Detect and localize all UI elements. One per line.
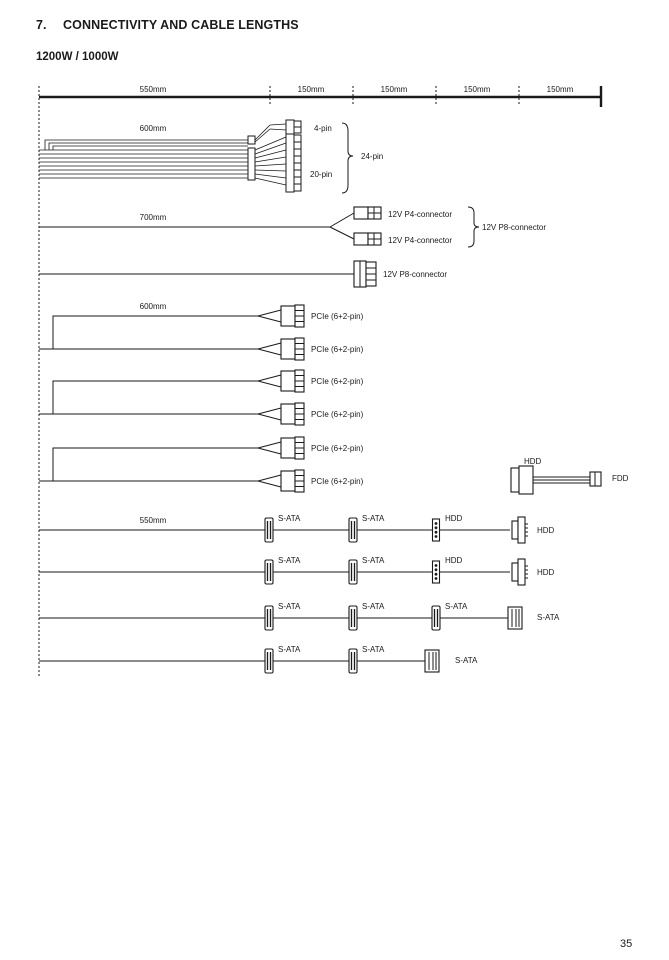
connector-label: S-ATA [362,514,385,523]
cable-length-label: 700mm [140,213,167,222]
connector-label: 12V P4-connector [388,236,452,245]
main-24pin-cable: 600mm 4-pin 20-pin 24-pin [39,119,383,194]
connector-label: PCIe (6+2-pin) [311,345,364,354]
cable-length-label: 600mm [140,124,167,133]
section-title: CONNECTIVITY AND CABLE LENGTHS [63,18,299,32]
connector-label: PCIe (6+2-pin) [311,377,364,386]
connector-label: S-ATA [362,602,385,611]
peripheral-cable-row: S-ATA S-ATA S-ATA [39,645,478,674]
peripheral-cable-row: S-ATA S-ATA HDD HDD [39,514,555,544]
sata-connector [431,605,441,631]
section-number: 7. [36,18,47,32]
connector-label: HDD [537,568,555,577]
p4-connector [353,206,382,220]
pcie-connector [280,369,305,393]
ruler-label: 150mm [381,85,408,94]
ruler-label: 150mm [464,85,491,94]
cable-length-label: 550mm [140,516,167,525]
connector-label: S-ATA [278,514,301,523]
connector-label: S-ATA [278,645,301,654]
connector-label: HDD [524,457,542,466]
molex-connector [431,518,441,542]
p4-connector [353,232,382,246]
connector-label: 12V P8-connector [383,270,447,279]
section-heading: 7. CONNECTIVITY AND CABLE LENGTHS [36,18,299,32]
connector-label: S-ATA [278,556,301,565]
connector-label: HDD [445,514,463,523]
model-subtitle: 1200W / 1000W [36,51,119,63]
sata-end-connector [424,649,440,673]
molex-end-connector [511,516,529,544]
ruler-label: 150mm [547,85,574,94]
ruler-label: 550mm [140,85,167,94]
peripheral-cable-row: S-ATA S-ATA HDD HDD [39,556,555,586]
connector-label: PCIe (6+2-pin) [311,444,364,453]
connector-label: HDD [537,526,555,535]
pcie-connector [280,304,305,328]
connector-label: 24-pin [361,152,383,161]
length-ruler: 550mm 150mm 150mm 150mm 150mm [38,85,603,676]
connector-label: S-ATA [445,602,468,611]
page-number: 35 [620,938,633,950]
connector-label: PCIe (6+2-pin) [311,312,364,321]
pcie-connector [280,402,305,426]
connector-label: S-ATA [362,556,385,565]
sata-connector [264,648,274,674]
pcie-connector [280,469,305,493]
connector-label: 4-pin [314,124,332,133]
sata-connector [348,648,358,674]
peripheral-cables: 550mm S-ATA S-ATA HDD HDD S-ATA S-ATA HD… [39,514,560,674]
connector-label: S-ATA [362,645,385,654]
sata-end-connector [507,606,523,630]
connector-label: S-ATA [278,602,301,611]
connector-label: 20-pin [310,170,332,179]
sata-connector [264,517,274,543]
fdd-adapter-cable: HDD FDD [510,457,629,495]
sata-connector [348,605,358,631]
sata-connector [264,605,274,631]
cpu-power-cables: 700mm 12V P4-connector 12V P4-connector … [39,206,546,288]
peripheral-cable-row: S-ATA S-ATA S-ATA S-ATA [39,602,560,631]
molex-end-connector [511,558,529,586]
sata-connector [264,559,274,585]
connector-label: PCIe (6+2-pin) [311,410,364,419]
pcie-cables: 600mm PCIe (6+2-pin) PCIe (6+2-pin) PCIe… [39,302,364,493]
connector-label: 12V P4-connector [388,210,452,219]
ruler-label: 150mm [298,85,325,94]
connector-label: FDD [612,474,629,483]
molex-connector [431,560,441,584]
sata-connector [348,559,358,585]
sata-connector [348,517,358,543]
connector-label: S-ATA [537,613,560,622]
cable-length-label: 600mm [140,302,167,311]
connector-label: PCIe (6+2-pin) [311,477,364,486]
pcie-connector [280,337,305,361]
pcie-connector [280,436,305,460]
connector-label: 12V P8-connector [482,223,546,232]
connector-label: HDD [445,556,463,565]
connector-label: S-ATA [455,656,478,665]
